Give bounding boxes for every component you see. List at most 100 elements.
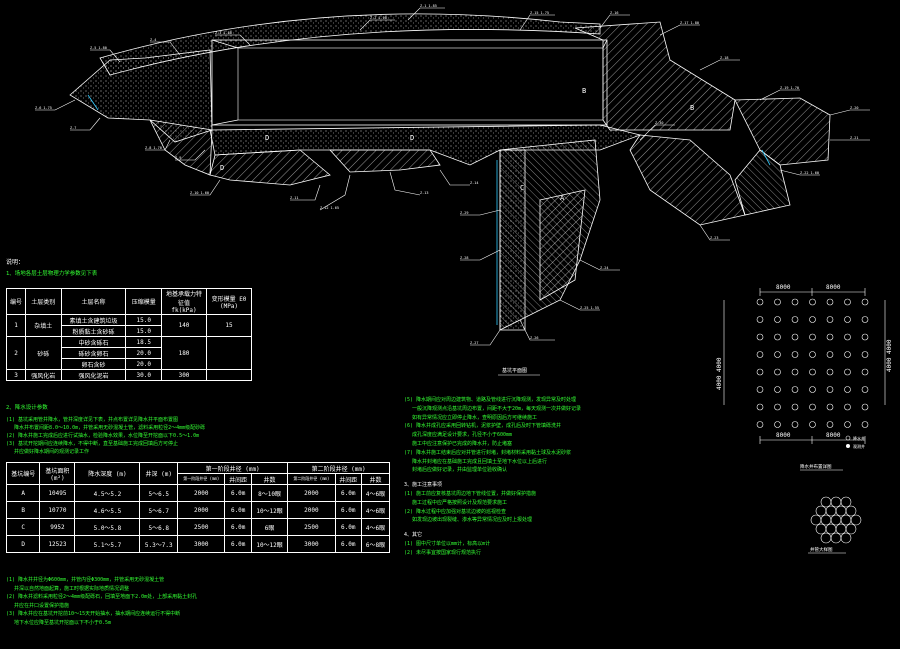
well-marker	[809, 386, 816, 393]
note-line: (2) 未尽事宜按国家现行规范执行	[404, 549, 482, 556]
dim-bottom-2: 8000	[826, 432, 841, 439]
pit-region-right	[574, 21, 736, 131]
dim-side-left: 4000 4000	[716, 357, 723, 390]
svg-text:Z-23: Z-23	[710, 236, 718, 240]
svg-text:Z-1 1.85: Z-1 1.85	[420, 4, 437, 8]
well-marker	[756, 316, 764, 323]
t1-h4: 地基承载力特征值 fk(kPa)	[161, 288, 207, 315]
t2-cell: 5.3～7.3	[139, 535, 179, 553]
soil-parameter-table: 编号 土层类别 土层名称 压缩模量 地基承载力特征值 fk(kPa) 变形模量 …	[6, 288, 252, 381]
pipe-circle	[815, 505, 827, 517]
well-marker	[826, 333, 834, 341]
well-marker	[791, 333, 799, 341]
t1-cell	[206, 336, 252, 370]
t2-sub: 井数	[361, 473, 390, 485]
t2-h0: 基坑编号	[5, 462, 41, 485]
svg-text:Z-5 1.80: Z-5 1.80	[90, 46, 107, 50]
svg-text:Z-15 1.75: Z-15 1.75	[530, 11, 549, 15]
well-marker	[844, 386, 851, 393]
t2-cell: B	[5, 501, 41, 519]
t2-h7: 第二阶段井径 (mm)	[287, 462, 390, 474]
t2-cell: 4.6～5.5	[74, 501, 141, 519]
note-line: 如发现边坡出现裂缝、渗水等异常情况应及时上报处理	[412, 517, 533, 524]
t2-cell: 6眼	[250, 518, 289, 536]
pipe-circle	[845, 505, 857, 517]
svg-text:Z-2 1.90: Z-2 1.90	[370, 16, 387, 20]
well-marker	[844, 351, 851, 358]
well-marker	[861, 386, 869, 393]
svg-text:Z-11: Z-11	[290, 196, 298, 200]
t1-h0: 编号	[6, 288, 26, 315]
well-marker	[774, 421, 781, 428]
t1-cell: 15.0	[125, 314, 162, 326]
t2-cell: 5.1～5.7	[74, 535, 141, 553]
well-marker	[774, 333, 781, 341]
note-line: 地下水位应降至基坑开挖面以下不小于0.5m	[14, 619, 112, 626]
note-line: (2) 降水井施工完成后应进行试抽水，检验降水效果，水位降至开挖面以下0.5～1…	[6, 433, 200, 439]
t2-h1: 基坑面积 (m²)	[39, 462, 76, 485]
zone-label: A	[560, 194, 565, 202]
note-line: (2) 降水过程中应加强对基坑边坡的巡视检查	[404, 508, 507, 515]
note-line: (3) 降水井应在基坑开挖前10～15天开始抽水，抽水期间应连续运行不得中断	[6, 611, 181, 617]
well-marker	[844, 298, 851, 306]
pipe-circle	[835, 505, 847, 517]
well-marker	[826, 386, 834, 393]
well-marker	[756, 333, 764, 341]
t2-sub: 第二阶段井径 (mm)	[287, 473, 336, 485]
well-marker	[774, 403, 781, 411]
pipe-circle	[840, 532, 852, 544]
zone-label: D	[265, 134, 269, 142]
t2-cell: 2000	[287, 501, 336, 519]
site-plan: Z-1 1.85Z-2 1.90 Z-3 1.80Z-4 Z-5 1.80Z-6…	[35, 4, 870, 346]
well-marker	[826, 368, 834, 376]
t2-cell: 6.0m	[224, 501, 252, 519]
t2-cell: 5～6.8	[139, 518, 179, 536]
t2-cell: 4～6眼	[361, 501, 390, 519]
legend-obs: 观测井	[853, 443, 865, 449]
well-marker	[809, 421, 816, 428]
pipe-circle	[830, 514, 842, 526]
t1-cell: 强风化岩	[25, 369, 62, 381]
t1-h1: 土层类别	[25, 288, 62, 315]
zone-label: B	[582, 87, 586, 95]
well-marker	[861, 298, 869, 306]
t2-cell: 12523	[39, 535, 76, 553]
t1-cell: 18.5	[125, 336, 162, 348]
svg-text:Z-12 1.65: Z-12 1.65	[320, 206, 339, 210]
note-line: (1) 施工前应复核基坑周边地下管线位置，并做好保护措施	[404, 490, 537, 497]
notes-item2-lines: (1) 基坑采用管井降水，管井深度详见下表，井点布置详见降水井平面布置图 降水井…	[6, 416, 205, 456]
pipe-circle	[820, 496, 832, 508]
t1-cell: 砂砾	[25, 336, 62, 370]
note-line: (1) 基坑采用管井降水，管井深度详见下表，井点布置详见降水井平面布置图	[6, 417, 179, 423]
well-marker	[861, 421, 869, 428]
well-marker	[809, 403, 816, 411]
t2-cell: 6.0m	[224, 535, 252, 553]
t1-cell: 中砂含砾石	[60, 336, 127, 348]
svg-text:Z-6 1.75: Z-6 1.75	[35, 106, 52, 110]
note-line: 降水井封堵应在基础施工完成且回填土至地下水位以上后进行	[412, 458, 548, 465]
note-line: 封堵后应做好记录，并由监理单位验收确认	[412, 467, 508, 474]
svg-text:Z-26: Z-26	[530, 336, 538, 340]
note-line: (6) 降水井成孔应采用回转钻机，泥浆护壁，成孔后及时下管填砾洗井	[404, 423, 562, 430]
note-line: 并应做好降水期间的观测记录工作	[14, 449, 90, 455]
t2-cell: 10495	[39, 484, 76, 502]
note-line: 4、其它	[404, 532, 423, 539]
well-marker	[756, 421, 764, 428]
t2-cell: 10770	[39, 501, 76, 519]
svg-text:Z-4: Z-4	[150, 38, 156, 42]
svg-text:Z-17 1.80: Z-17 1.80	[680, 21, 699, 25]
zone-label: D	[220, 164, 224, 172]
well-marker	[791, 316, 799, 323]
well-marker	[774, 386, 781, 393]
t1-cell: 180	[161, 336, 207, 370]
legend-well: 降水井	[853, 435, 865, 441]
note-line: 一般沉降观测点沿基坑周边布置，间距不大于20m，每天观测一次并做好记录	[412, 405, 582, 412]
t1-cell: 砾砂含卵石	[60, 347, 127, 359]
t1-h3: 压缩模量	[125, 288, 162, 315]
dim-top-2: 8000	[826, 284, 841, 291]
t1-cell: 3	[6, 369, 26, 381]
t2-cell: D	[5, 535, 41, 553]
